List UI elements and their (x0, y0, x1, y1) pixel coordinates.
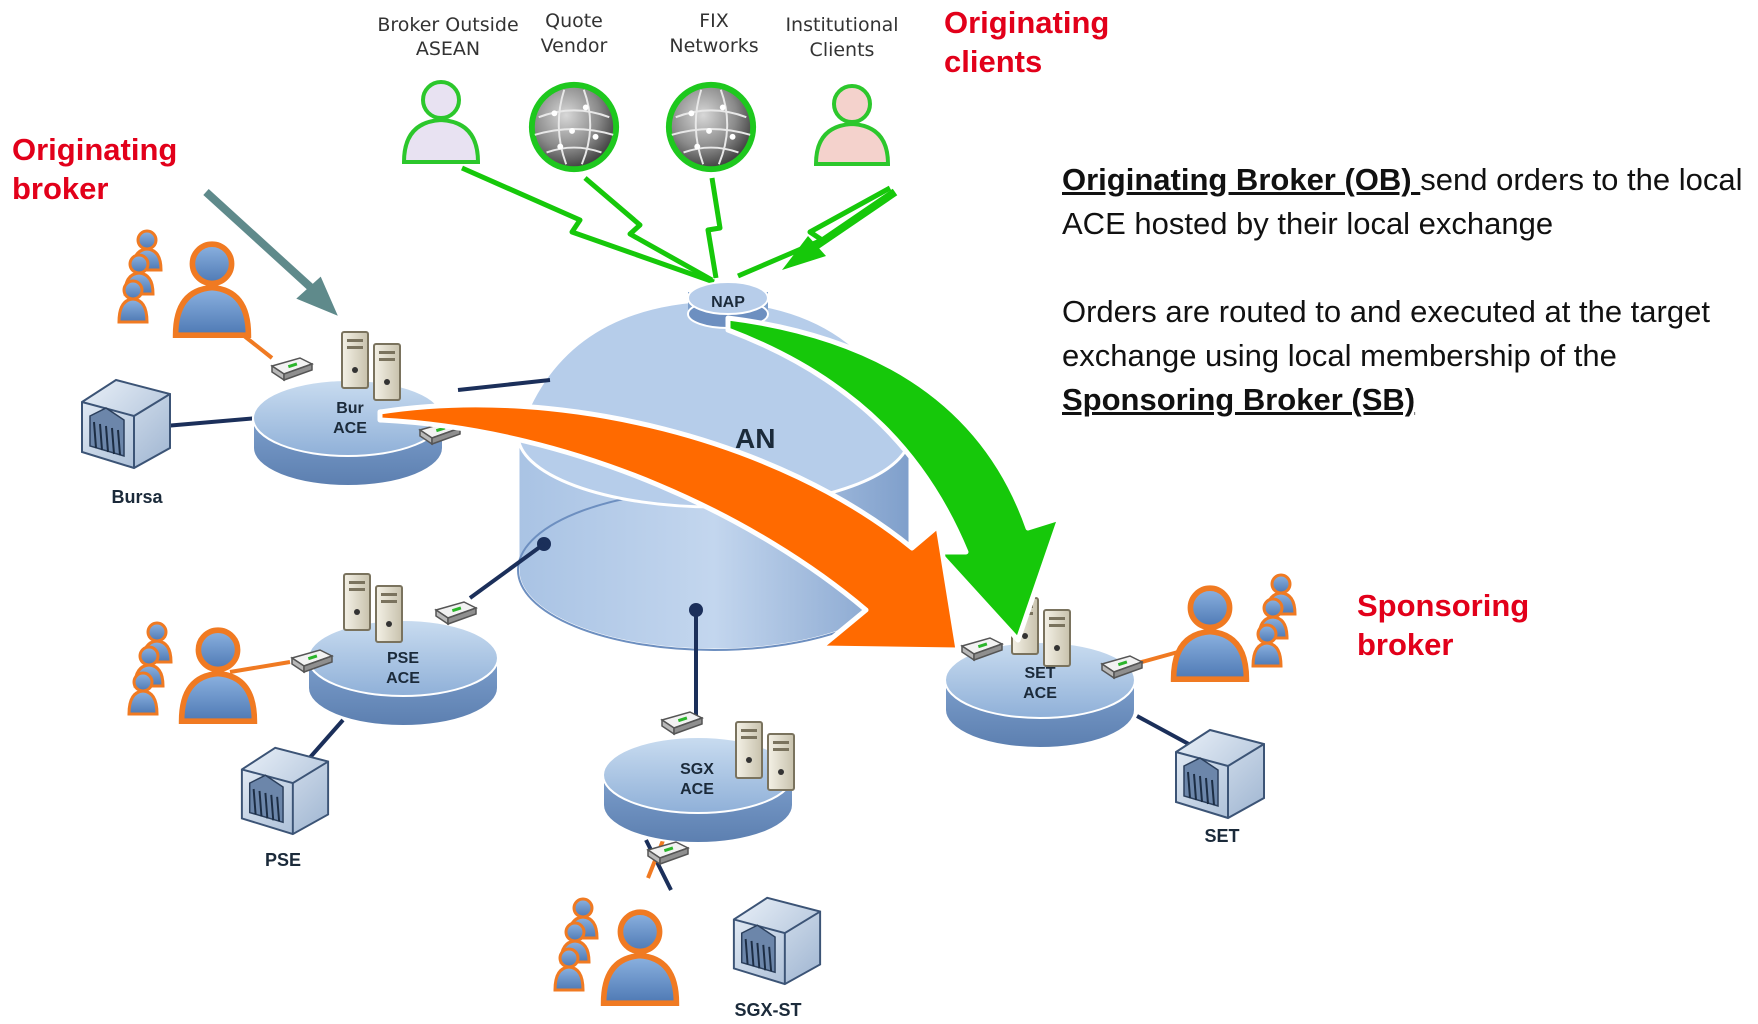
globe-icon (527, 80, 621, 174)
client-broker-outside: Broker Outside ASEAN (377, 14, 519, 164)
client-broker-outside-label-2: ASEAN (416, 38, 480, 60)
pse-ace-label-2: ACE (386, 670, 420, 687)
sgx-ace-label-1: SGX (680, 761, 714, 778)
person-icon (401, 80, 481, 164)
router-icon (271, 357, 313, 381)
pse-exchange: PSE (240, 746, 330, 870)
bursa-ace-label-1: Bur (336, 400, 364, 417)
broker-group-icon (553, 897, 599, 992)
globe-icon (664, 80, 758, 174)
broker-person-icon (604, 912, 677, 1003)
broker-group-icon (127, 621, 173, 716)
network-links (164, 378, 1197, 891)
set-ace-label-1: SET (1024, 665, 1055, 682)
exchange-building-icon (1175, 729, 1265, 819)
client-fix-networks-label-2: Networks (669, 35, 758, 57)
sgx-ace-node: SGX ACE (602, 711, 795, 865)
router-icon (661, 711, 703, 735)
sgx-exchange: SGX-ST (732, 896, 822, 1020)
description-text: Originating Broker (OB) send orders to t… (1062, 158, 1752, 466)
set-exchange: SET (1175, 729, 1265, 846)
sponsoring-broker-label-1: Sponsoring (1357, 588, 1529, 623)
exchange-building-icon (240, 746, 330, 836)
exchange-building-icon (81, 379, 171, 469)
set-ace-node: SET ACE (944, 597, 1143, 749)
broker-group-icon (1251, 573, 1297, 668)
broker-group-icon (117, 229, 163, 324)
originating-broker-arrow (203, 189, 338, 316)
nap-label: NAP (711, 294, 745, 311)
client-institutional-label-1: Institutional (785, 14, 898, 36)
bursa-ace-node: Bur ACE (252, 331, 461, 487)
originating-broker-label-2: broker (12, 171, 108, 206)
bursa-label: Bursa (111, 487, 163, 507)
ob-term: Originating Broker (OB) (1062, 162, 1421, 197)
sb-term: Sponsoring Broker (SB) (1062, 382, 1416, 417)
green-arrow (782, 188, 898, 270)
sponsoring-broker-label-2: broker (1357, 627, 1453, 662)
orange-routing-flow (377, 402, 961, 653)
client-broker-outside-label-1: Broker Outside (377, 14, 518, 36)
server-icon (1043, 609, 1071, 667)
client-connections (460, 165, 892, 285)
description-paragraph-1: Originating Broker (OB) send orders to t… (1062, 158, 1752, 246)
server-icon (767, 733, 795, 791)
originating-clients-label-2: clients (944, 44, 1042, 79)
routing-description: Orders are routed to and executed at the… (1062, 294, 1710, 373)
ob-description: send orders to the local ACE hosted by t… (1062, 162, 1743, 241)
green-routing-flow (725, 315, 1063, 643)
originating-clients-label-1: Originating (944, 5, 1109, 40)
pse-ace-label-1: PSE (387, 650, 419, 667)
server-icon (375, 585, 403, 643)
bursa-ace-label-2: ACE (333, 420, 367, 437)
broker-person-icon (176, 244, 249, 335)
broker-person-icon (182, 630, 255, 721)
client-quote-vendor: Quote Vendor (527, 10, 621, 174)
server-icon (343, 573, 371, 631)
broker-person-icon (1174, 588, 1247, 679)
client-fix-networks: FIX Networks (664, 10, 759, 174)
description-paragraph-2: Orders are routed to and executed at the… (1062, 290, 1752, 422)
asean-core-label: AN (735, 423, 775, 454)
server-icon (735, 721, 763, 779)
sgx-label: SGX-ST (734, 1000, 801, 1020)
pse-label: PSE (265, 850, 301, 870)
router-icon (435, 601, 477, 625)
set-label: SET (1204, 826, 1239, 846)
client-quote-vendor-label-2: Vendor (541, 35, 608, 57)
server-icon (373, 343, 401, 401)
server-icon (341, 331, 369, 389)
bursa-exchange: Bursa (81, 379, 171, 507)
client-quote-vendor-label-1: Quote (545, 10, 603, 32)
exchange-building-icon (732, 896, 822, 986)
client-institutional-label-2: Clients (810, 39, 875, 61)
router-icon (647, 841, 689, 865)
pse-ace-node: PSE ACE (291, 573, 499, 727)
client-fix-networks-label-1: FIX (699, 10, 729, 32)
originating-broker-label-1: Originating (12, 132, 177, 167)
person-icon (813, 84, 891, 166)
sgx-ace-label-2: ACE (680, 781, 714, 798)
set-ace-label-2: ACE (1023, 685, 1057, 702)
client-institutional: Institutional Clients (785, 14, 899, 166)
